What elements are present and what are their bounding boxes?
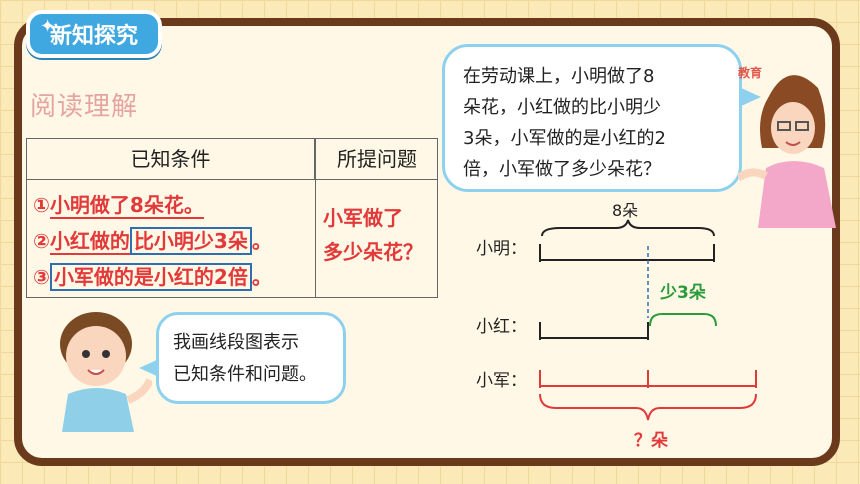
bottom-label: ？朵	[634, 431, 668, 451]
section-tag-label: 新知探究	[49, 24, 138, 49]
condition-2-number: ②	[33, 229, 50, 253]
boy-illustration	[60, 312, 152, 432]
condition-3-number: ③	[33, 265, 50, 289]
bubble-line: 倍，小军做了多少朵花？	[463, 159, 661, 180]
table-header-question: 所提问题	[337, 147, 417, 171]
row-label-xiaoming: 小明：	[476, 239, 527, 259]
condition-3-boxed: 小军做的是小红的2倍	[49, 263, 252, 291]
boy-speech-bubble: 我画线段图表示 已知条件和问题。	[139, 312, 346, 404]
bubble-line: 3朵，小军做的是小红的2	[463, 128, 666, 149]
bubble-line: 我画线段图表示	[173, 332, 299, 353]
row-label-xiaojun: 小军：	[476, 371, 527, 391]
condition-1-number: ①	[33, 193, 50, 217]
condition-2-boxed: 比小明少3朵	[129, 227, 252, 255]
condition-2-post: 。	[251, 229, 272, 253]
condition-2-pre: 小红做的	[49, 229, 130, 255]
teacher-speech-bubble: 在劳动课上，小明做了8 朵花，小红做的比小明少 3朵，小军做的是小红的2 倍，小…	[442, 44, 761, 192]
question-text: 小军做了 多少朵花？	[323, 201, 423, 269]
bubble-line: 朵花，小红做的比小明少	[463, 97, 661, 118]
section-tag: ✦ 新知探究	[26, 10, 162, 58]
condition-1: ①小明做了8朵花。	[33, 189, 204, 219]
question-line-2: 多少朵花？	[323, 240, 423, 264]
bubble-line: 在劳动课上，小明做了8	[463, 66, 655, 87]
table-divider	[27, 179, 437, 180]
top-label: 8朵	[612, 201, 638, 220]
question-line-1: 小军做了	[323, 206, 403, 230]
top-brace	[541, 219, 715, 237]
row-label-xiaohong: 小红：	[476, 317, 527, 337]
teacher-illustration	[738, 75, 836, 228]
less-label: 少3朵	[659, 283, 706, 303]
bubble-line: 已知条件和问题。	[173, 364, 317, 385]
condition-2: ②小红做的比小明少3朵。	[33, 225, 272, 255]
page-subtitle: 阅读理解	[30, 92, 139, 122]
bottom-brace	[539, 393, 757, 421]
table-header-conditions: 已知条件	[27, 139, 315, 179]
table-column-divider	[315, 139, 316, 297]
condition-3-post: 。	[251, 265, 272, 289]
condition-1-text: 小明做了8朵花。	[49, 193, 204, 219]
less-brace	[649, 313, 717, 327]
watermark-text: 教育	[738, 66, 763, 80]
sparkle-icon: ✦	[40, 16, 56, 37]
